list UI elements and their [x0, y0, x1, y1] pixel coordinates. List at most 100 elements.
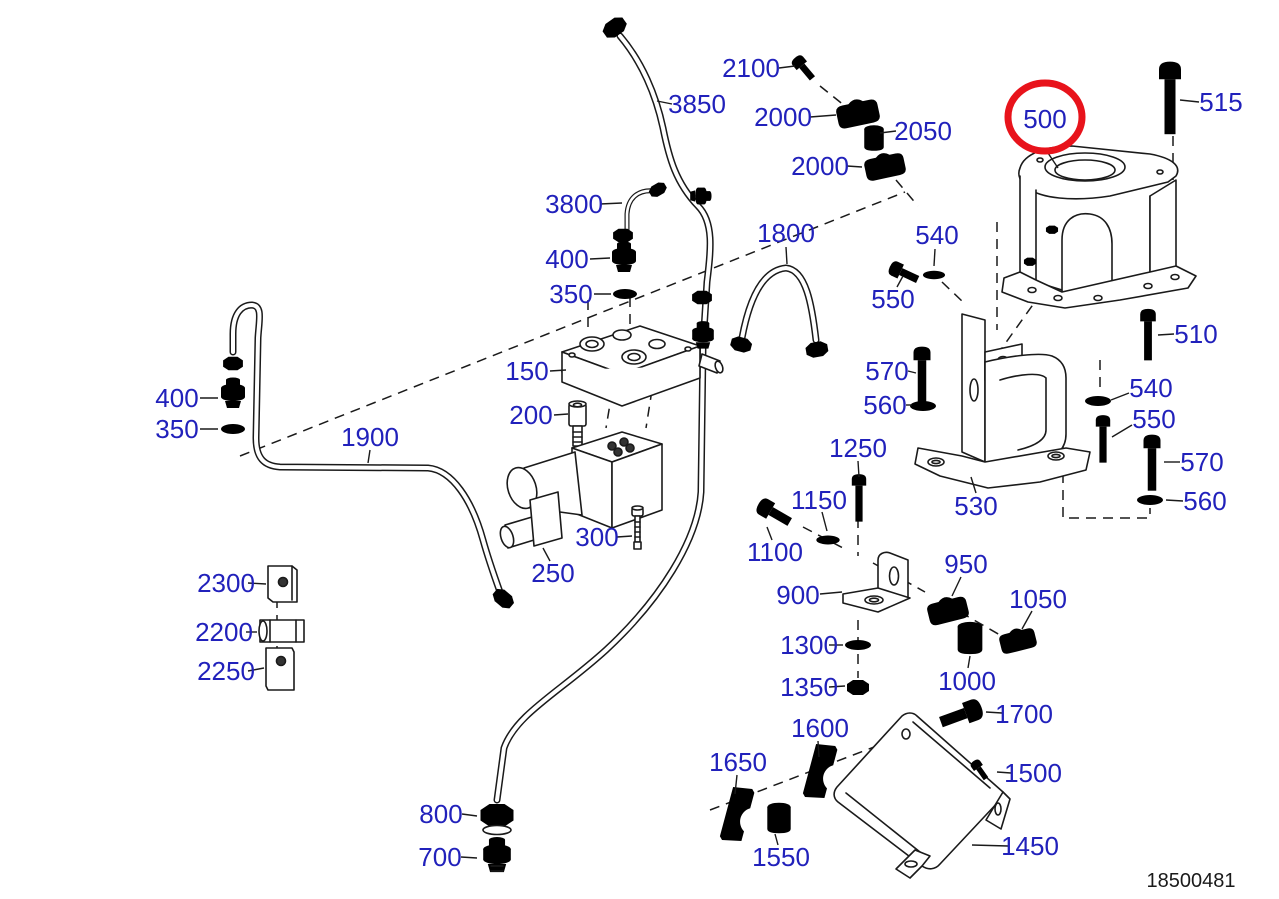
part-label-1250[interactable]: 1250	[829, 433, 887, 463]
part-label-1800[interactable]: 1800	[757, 218, 815, 248]
part-label-950[interactable]: 950	[944, 549, 987, 579]
leader-line-1050	[1021, 610, 1033, 630]
tube-3800	[624, 188, 658, 238]
part-label-540[interactable]: 540	[1129, 373, 1172, 403]
leader-line-3800	[599, 202, 623, 205]
part-label-500[interactable]: 500	[1023, 104, 1066, 134]
leader-line-2100	[778, 65, 796, 69]
part-label-1900[interactable]: 1900	[341, 422, 399, 452]
nut-1800-right	[804, 340, 830, 359]
selected-part-highlight-ring	[1004, 79, 1086, 155]
dashed-line-500-to-530	[1001, 291, 1043, 349]
part-label-250[interactable]: 250	[531, 558, 574, 588]
part-label-400[interactable]: 400	[155, 383, 198, 413]
part-label-700[interactable]: 700	[418, 842, 461, 872]
leader-line-540	[1110, 392, 1130, 401]
part-label-1450[interactable]: 1450	[1001, 831, 1059, 861]
part-label-515[interactable]: 515	[1199, 87, 1242, 117]
part-label-300[interactable]: 300	[575, 522, 618, 552]
part-label-550[interactable]: 550	[871, 284, 914, 314]
leader-line-540	[933, 248, 936, 267]
leader-line-3850	[656, 100, 673, 105]
leader-line-250	[542, 547, 551, 562]
part-label-1300[interactable]: 1300	[780, 630, 838, 660]
part-label-3850[interactable]: 3850	[668, 89, 726, 119]
part-label-1650[interactable]: 1650	[709, 747, 767, 777]
leader-line-2050	[879, 130, 897, 134]
nut-tube-mid	[692, 290, 712, 305]
part-label-1600[interactable]: 1600	[791, 713, 849, 743]
part-label-1050[interactable]: 1050	[1009, 584, 1067, 614]
part-label-2000[interactable]: 2000	[791, 151, 849, 181]
part-label-200[interactable]: 200	[509, 400, 552, 430]
plug-700	[483, 837, 511, 873]
part-label-540[interactable]: 540	[915, 220, 958, 250]
part-label-3800[interactable]: 3800	[545, 189, 603, 219]
valve-block-150	[561, 325, 701, 407]
part-label-400[interactable]: 400	[545, 244, 588, 274]
part-label-1500[interactable]: 1500	[1004, 758, 1062, 788]
washer-540-left	[922, 270, 946, 280]
part-label-570[interactable]: 570	[865, 356, 908, 386]
washer-560-right	[1137, 495, 1163, 505]
part-label-150[interactable]: 150	[505, 356, 548, 386]
part-label-2300[interactable]: 2300	[197, 568, 255, 598]
clamp-half-1650	[719, 784, 756, 845]
part-label-2250[interactable]: 2250	[197, 656, 255, 686]
nut-400-mid-top	[613, 228, 633, 243]
leader-line-1100	[766, 526, 773, 541]
leader-line-2000	[846, 165, 863, 168]
clamp-1050	[997, 624, 1038, 655]
part-label-1700[interactable]: 1700	[995, 699, 1053, 729]
bolt-510	[1140, 308, 1156, 361]
part-label-1550[interactable]: 1550	[752, 842, 810, 872]
hydraulic-lines	[229, 32, 820, 804]
part-label-510[interactable]: 510	[1174, 319, 1217, 349]
bracket-530	[914, 313, 1091, 489]
part-label-1350[interactable]: 1350	[780, 672, 838, 702]
bushing-2050	[864, 125, 884, 151]
dashed-line-main-diagonal	[239, 191, 906, 457]
bolt-550-left	[886, 259, 921, 287]
part-label-2100[interactable]: 2100	[722, 53, 780, 83]
leader-line-900	[819, 591, 843, 595]
fitting-800	[480, 804, 514, 827]
bolt-1250	[851, 474, 867, 522]
bolt-2100	[789, 53, 818, 83]
part-label-900[interactable]: 900	[776, 580, 819, 610]
part-label-2200[interactable]: 2200	[195, 617, 253, 647]
part-label-550[interactable]: 550	[1132, 404, 1175, 434]
part-label-1000[interactable]: 1000	[938, 666, 996, 696]
nut-on-bracket-500-lower	[1023, 257, 1037, 266]
part-label-1100[interactable]: 1100	[747, 537, 803, 567]
part-label-1150[interactable]: 1150	[791, 485, 847, 515]
leader-line-1650	[734, 774, 738, 795]
part-label-560[interactable]: 560	[1183, 486, 1226, 516]
bolt-1700	[937, 697, 986, 733]
part-label-800[interactable]: 800	[419, 799, 462, 829]
part-label-2000[interactable]: 2000	[754, 102, 812, 132]
leader-line-1500	[996, 771, 1012, 774]
part-label-350[interactable]: 350	[155, 414, 198, 444]
plug-700-threads	[490, 865, 504, 872]
leader-line-700	[460, 856, 478, 859]
clamp-950	[925, 592, 971, 627]
leader-line-1250	[857, 460, 860, 478]
bolt-515	[1159, 61, 1181, 135]
leader-line-2250	[247, 667, 265, 672]
clamp-2000-lower	[862, 149, 907, 182]
leader-line-500	[1047, 152, 1059, 169]
bolt-200	[568, 400, 587, 447]
part-label-350[interactable]: 350	[549, 279, 592, 309]
part-label-570[interactable]: 570	[1180, 447, 1223, 477]
branch-fitting	[698, 353, 721, 374]
leader-line-200	[553, 413, 569, 416]
part-label-530[interactable]: 530	[954, 491, 997, 521]
part-label-560[interactable]: 560	[863, 390, 906, 420]
leader-line-150	[549, 369, 567, 372]
leader-line-2300	[247, 582, 267, 585]
leader-line-570	[907, 370, 917, 374]
leader-line-1700	[985, 711, 1003, 714]
part-label-2050[interactable]: 2050	[894, 116, 952, 146]
